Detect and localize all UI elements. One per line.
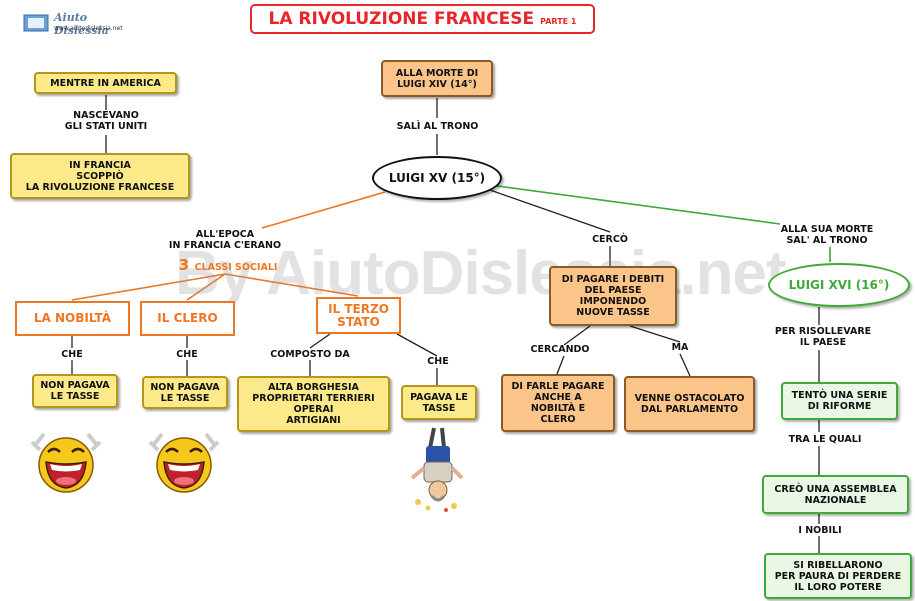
label-morte-luigi15: ALLA SUA MORTE SAL' AL TRONO [780, 224, 874, 246]
label-composto-da: COMPOSTO DA [270, 349, 350, 360]
node-riforme: TENTÒ UNA SERIE DI RIFORME [781, 382, 898, 420]
label-america-link: NASCEVANO GLI STATI UNITI [64, 110, 148, 132]
node-composizione-terzo-stato: ALTA BORGHESIA PROPRIETARI TERRIERI OPER… [237, 376, 390, 432]
node-ostacolato: VENNE OSTACOLATO DAL PARLAMENTO [624, 376, 755, 432]
label-cerco: CERCÒ [592, 234, 628, 245]
label-i-nobili: I NOBILI [798, 525, 842, 536]
label-classi-sociali: 3 CLASSI SOCIALI [168, 255, 288, 274]
node-luigi16: LUIGI XVI (16°) [768, 263, 910, 307]
node-morte-luigi14: ALLA MORTE DI LUIGI XIV (14°) [381, 60, 493, 97]
node-clero: IL CLERO [140, 301, 235, 336]
node-ribellarono: SI RIBELLARONO PER PAURA DI PERDERE IL L… [764, 553, 912, 599]
node-non-pagava-nobilta: NON PAGAVA LE TASSE [32, 374, 118, 408]
logo-name: Aiuto Dislessia [54, 11, 109, 37]
classi-number: 3 [178, 256, 189, 274]
node-francia: IN FRANCIA SCOPPIÒ LA RIVOLUZIONE FRANCE… [10, 153, 190, 199]
page-title: LA RIVOLUZIONE FRANCESE PARTE 1 [250, 4, 595, 34]
label-risollevare: PER RISOLLEVARE IL PAESE [774, 326, 872, 348]
node-pagare-debiti: DI PAGARE I DEBITI DEL PAESE IMPONENDO N… [549, 266, 677, 326]
label-ma: MA [671, 342, 689, 353]
upside-down-man-icon [410, 427, 464, 512]
node-luigi15: LUIGI XV (15°) [372, 156, 502, 200]
logo-url: www.aiutodislessia.net [54, 25, 123, 32]
watermark: By AiutoDislessia.net [175, 239, 787, 308]
node-pagava-tasse: PAGAVA LE TASSE [401, 385, 477, 420]
laughing-face-icon [30, 432, 102, 493]
label-cercando: CERCANDO [530, 344, 590, 355]
node-terzo-stato: IL TERZO STATO [316, 297, 401, 334]
node-farle-pagare: DI FARLE PAGARE ANCHE A NOBILTÀ E CLERO [501, 374, 615, 432]
title-main: LA RIVOLUZIONE FRANCESE [268, 9, 535, 29]
label-tra-le-quali: TRA LE QUALI [788, 434, 862, 445]
laughing-face-icon [148, 432, 220, 493]
node-america: MENTRE IN AMERICA [34, 72, 177, 94]
label-epoca: ALL'EPOCA IN FRANCIA C'ERANO [168, 229, 282, 251]
classi-text: CLASSI SOCIALI [194, 262, 278, 273]
label-che-clero: CHE [176, 349, 198, 360]
logo: Aiuto Dislessia www.aiutodislessia.net [22, 10, 137, 37]
node-non-pagava-clero: NON PAGAVA LE TASSE [142, 376, 228, 409]
node-nobilta: LA NOBILTÀ [15, 301, 130, 336]
label-sali-al-trono: SALÌ AL TRONO [396, 121, 479, 132]
label-che-terzo: CHE [427, 356, 449, 367]
label-che-nobilta: CHE [61, 349, 83, 360]
title-part: PARTE 1 [540, 17, 577, 26]
node-assemblea: CREÒ UNA ASSEMBLEA NAZIONALE [762, 475, 909, 514]
logo-mark [23, 14, 49, 32]
